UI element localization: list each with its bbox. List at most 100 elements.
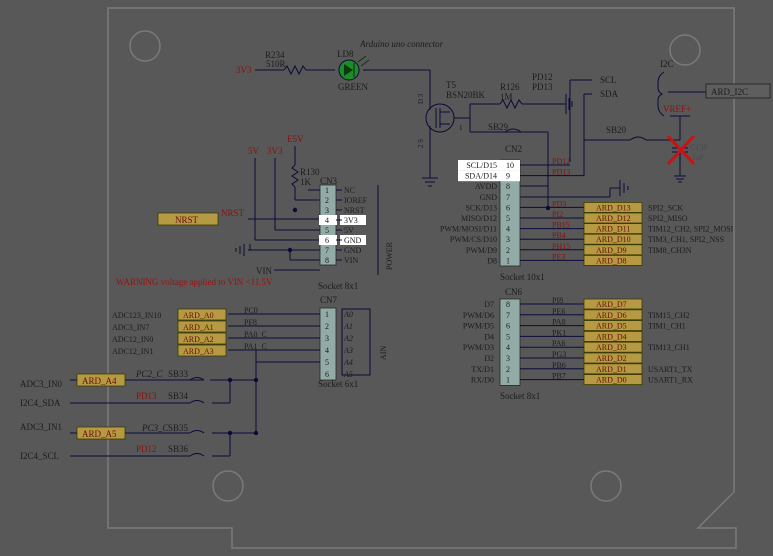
r130-val: 1K — [300, 177, 312, 187]
cn6-pin-number: 2 — [506, 365, 510, 374]
cn7-pin-number: 3 — [325, 334, 329, 343]
vref-label: VREF+ — [663, 104, 691, 114]
cn6-net-box-text: ARD_D5 — [596, 322, 627, 331]
ground-t5 — [422, 175, 438, 187]
cn2-label-highlight — [458, 170, 500, 182]
cn2-pin-highlight — [500, 170, 520, 182]
cn2-net-box-text: ARD_D12 — [596, 214, 631, 223]
cn7-pin-label: A2 — [343, 334, 353, 343]
scl-top: SCL — [600, 75, 617, 85]
cn3-pin-number: 8 — [325, 256, 329, 265]
ld8-ref: LD8 — [337, 49, 354, 59]
cn2-net-box — [583, 223, 643, 235]
cn6-net-box-text: ARD_D6 — [596, 311, 627, 320]
cn2-net-box-text: ARD_D11 — [596, 225, 630, 234]
cn6-pin-label: RX/D0 — [471, 376, 494, 385]
ain-block-box — [341, 308, 371, 376]
cn6-pin-label: D2 — [484, 354, 494, 363]
cn7-net-box — [177, 332, 227, 345]
cn7-net-box — [177, 344, 227, 357]
cn2-pin-label: PWM/MOSI/D11 — [440, 225, 497, 234]
sda-top: SDA — [600, 89, 619, 99]
scl-sda-lines — [569, 79, 592, 176]
cn2-net-box — [583, 254, 643, 266]
cn6-func-label: USART1_TX — [648, 365, 693, 374]
cn7-socket-body — [319, 307, 337, 381]
bottom-left-wires — [70, 349, 320, 457]
cn3-pin-number: 5 — [325, 226, 329, 235]
cn7-pin-label: A1 — [343, 322, 353, 331]
t5-part: BSN20BK — [446, 90, 486, 100]
cn7-adc-label: ADC123_IN10 — [112, 311, 161, 320]
cn7-pin-label: A0 — [343, 310, 353, 319]
cn6-port-label: PB6 — [552, 361, 566, 370]
cn7-net-box-text: ARD_A2 — [183, 335, 214, 344]
cn7-net-box — [177, 308, 227, 321]
cn2-socket: Socket 10x1 — [500, 272, 545, 282]
cn2-pin-label: MISO/D12 — [461, 214, 497, 223]
cn6-net-box — [583, 298, 643, 310]
cn3-pin-number: 4 — [325, 216, 329, 225]
ard-a4-text: ARD_A4 — [82, 376, 117, 386]
i2c-bracket — [657, 71, 706, 117]
cn3-pin-label: 5V — [344, 226, 354, 235]
cn2-pin-label: PWM/D9 — [466, 246, 497, 255]
cn7-pin-number: 2 — [325, 322, 329, 331]
cn6-port-label: PB7 — [552, 372, 566, 381]
cn2-net-box — [583, 233, 643, 245]
pd12-bl-label: PD12 — [136, 444, 157, 454]
mounting-hole-tl — [129, 30, 161, 62]
cn2-pin-number: 10 — [506, 161, 514, 170]
ard-a5-text: ARD_A5 — [82, 429, 117, 439]
c150-val: 1uF — [692, 153, 705, 162]
bl-junction-2 — [253, 377, 259, 383]
cn7-port-label: PF8 — [244, 318, 257, 327]
r126-ref: R126 — [500, 82, 520, 92]
cn3-pin-number: 2 — [325, 196, 329, 205]
cn2-pin-number: 1 — [506, 256, 510, 265]
cn7-pin-number: 5 — [325, 358, 329, 367]
cn2-pin-number: 8 — [506, 182, 510, 191]
cn2-pin-label: AVDD — [475, 182, 497, 191]
t5-gate: 1 — [459, 124, 463, 132]
i2c-label: I2C — [660, 59, 674, 69]
cn3-pin-label: GND — [344, 236, 362, 245]
cn2-net-box-text: ARD_D9 — [596, 246, 627, 255]
cn2-pin-label: SCL/D15 — [466, 161, 497, 170]
cn7-net-box — [177, 320, 227, 333]
cn7-ref: CN7 — [320, 295, 338, 305]
cn2-func-label: TIM8_CH3N — [648, 246, 692, 255]
cn2-ground — [520, 132, 629, 208]
cn7-adc-label: ADC12_IN1 — [112, 347, 153, 356]
cn2-pin-number: 6 — [506, 203, 510, 212]
nrst-box — [157, 212, 219, 226]
i2c4-sda-label: I2C4_SDA — [20, 398, 61, 408]
cn6-pin-label: PWM/D6 — [463, 311, 494, 320]
mounting-hole-tr — [669, 34, 701, 66]
t5-ref: T5 — [446, 80, 456, 90]
pd13-top: PD13 — [532, 82, 553, 92]
cn6-ref: CN6 — [505, 287, 523, 297]
cn2-junction — [545, 205, 551, 211]
cn6-func-label: USART1_RX — [648, 376, 693, 385]
cn6-net-box-text: ARD_D7 — [596, 300, 627, 309]
cn6-pin-number: 6 — [506, 322, 510, 331]
t5-drain: D 3 — [417, 93, 425, 104]
vin-warning: WARNING voltage applied to VIN <11.5V — [116, 277, 273, 287]
cn3-pin-highlight — [319, 215, 337, 225]
cn2-func-label: TIM12_CH2, SPI2_MOSI — [648, 225, 734, 234]
cn7-pin-label: A3 — [343, 346, 353, 355]
cn6-port-label: PG3 — [552, 350, 566, 359]
cn7-pin-number: 1 — [325, 310, 329, 319]
cn7-net-box-text: ARD_A0 — [183, 311, 214, 320]
cn6-pin-number: 1 — [506, 376, 510, 385]
cn2-pin-label: GND — [480, 193, 498, 202]
cn7-port-label: PA0_C — [244, 330, 267, 339]
t5-source: 2 S — [417, 139, 425, 148]
cn2-pin-number: 5 — [506, 214, 510, 223]
cn3-pin-label: IOREF — [344, 196, 368, 205]
cn6-pin-number: 8 — [506, 300, 510, 309]
cn3-pin-number: 7 — [325, 246, 329, 255]
cn2-pin-number: 9 — [506, 172, 510, 181]
